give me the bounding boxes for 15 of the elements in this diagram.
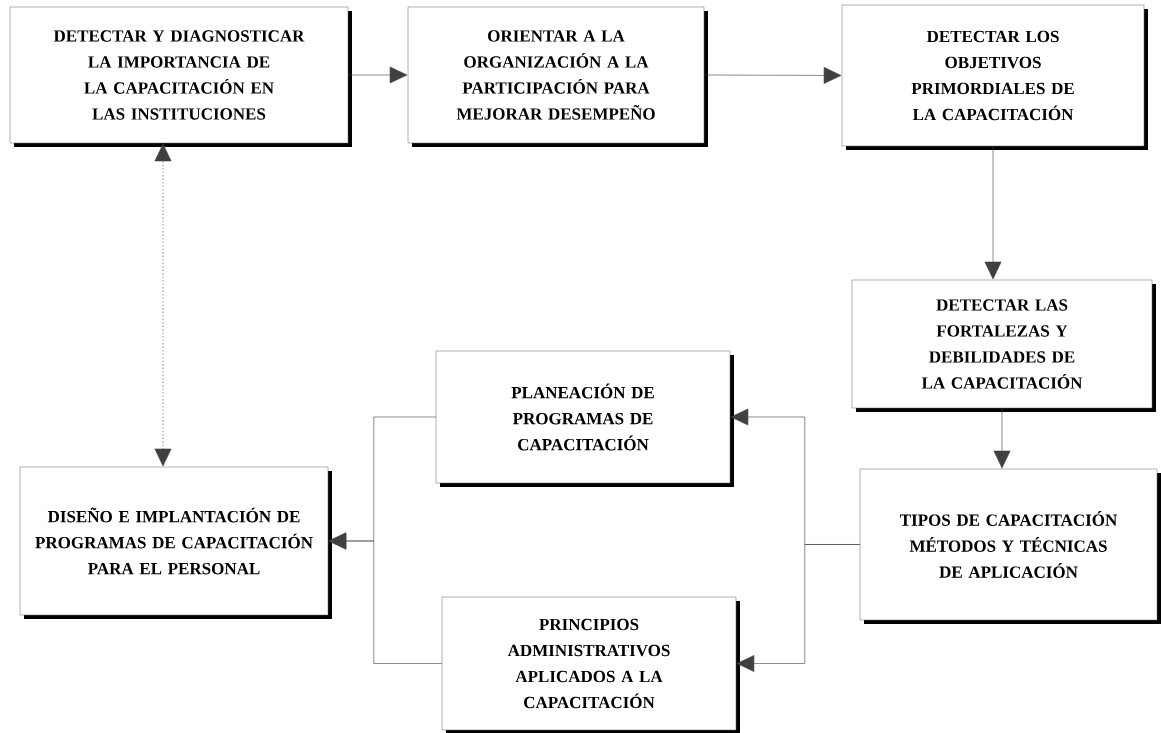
process-box: PRINCIPIOS ADMINISTRATIVOS APLICADOS A LA CAPACITACIÓN — [441, 596, 740, 733]
arrow — [993, 407, 1011, 469]
arrow — [984, 145, 1002, 280]
process-box: TIPOS DE CAPACITACIÓN MÉTODOS Y TÉCNICAS DE APLICACIÓN — [859, 468, 1161, 624]
arrow — [736, 544, 861, 672]
arrow — [154, 143, 172, 467]
arrow — [328, 532, 443, 664]
process-box: PLANEACIÓN DE PROGRAMAS DE CAPACITACIÓN — [435, 350, 734, 487]
process-box: DETECTAR LOS OBJETIVOS PRIMORDIALES DE LA CAPACITACIÓN — [841, 4, 1148, 150]
process-box: DETECTAR Y DIAGNOSTICAR LA IMPORTANCIA DE LA CAPACITACIÓN EN LAS INSTITUCIONES — [9, 6, 352, 147]
arrow — [703, 67, 842, 84]
arrow — [347, 66, 408, 84]
process-box: DISEÑO E IMPLANTACIÓN DE PROGRAMAS DE CAPACITACIÓN PARA EL PERSONAL — [19, 466, 332, 619]
process-box: ORIENTAR A LA ORGANIZACIÓN A LA PARTICIPACIÓN PARA MEJORAR DESEMPEÑO — [407, 6, 708, 147]
process-box: DETECTAR LAS FORTALEZAS Y DEBILIDADES DE LA CAPACITACIÓN — [851, 279, 1156, 412]
